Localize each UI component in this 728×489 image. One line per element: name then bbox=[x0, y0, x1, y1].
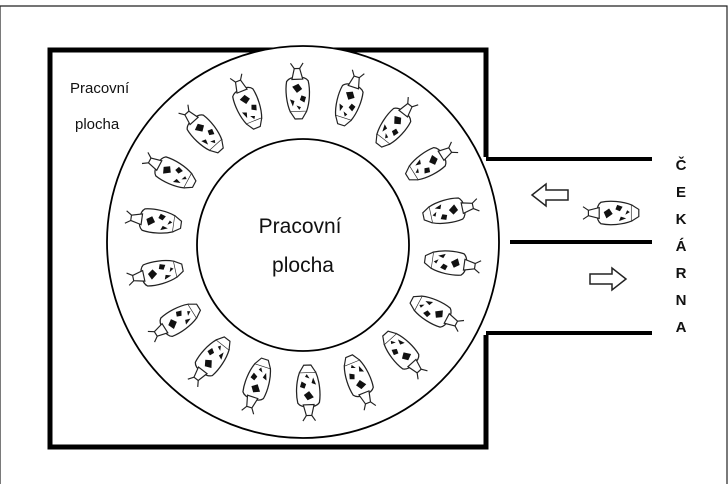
corridor-arrows bbox=[531, 183, 627, 291]
waiting-room-letter: N bbox=[676, 292, 687, 309]
cow-entering bbox=[582, 200, 640, 226]
inner-area-label: Pracovní plocha bbox=[259, 215, 348, 277]
arrow-out-icon bbox=[589, 267, 627, 291]
building-outline bbox=[47, 47, 489, 450]
cow-icon bbox=[582, 200, 640, 226]
rotary-platform-inner bbox=[196, 138, 410, 352]
waiting-room-letter: A bbox=[676, 319, 687, 336]
waiting-room-letter: K bbox=[676, 211, 687, 228]
waiting-room-letter: Á bbox=[676, 238, 687, 255]
waiting-room-letter: R bbox=[676, 265, 687, 282]
outer-area-label: Pracovní plocha bbox=[70, 80, 133, 133]
waiting-room-letter: Č bbox=[676, 156, 687, 174]
waiting-room-letter: E bbox=[676, 184, 686, 201]
image-frame bbox=[0, 5, 728, 484]
arrow-in-icon bbox=[531, 183, 569, 207]
